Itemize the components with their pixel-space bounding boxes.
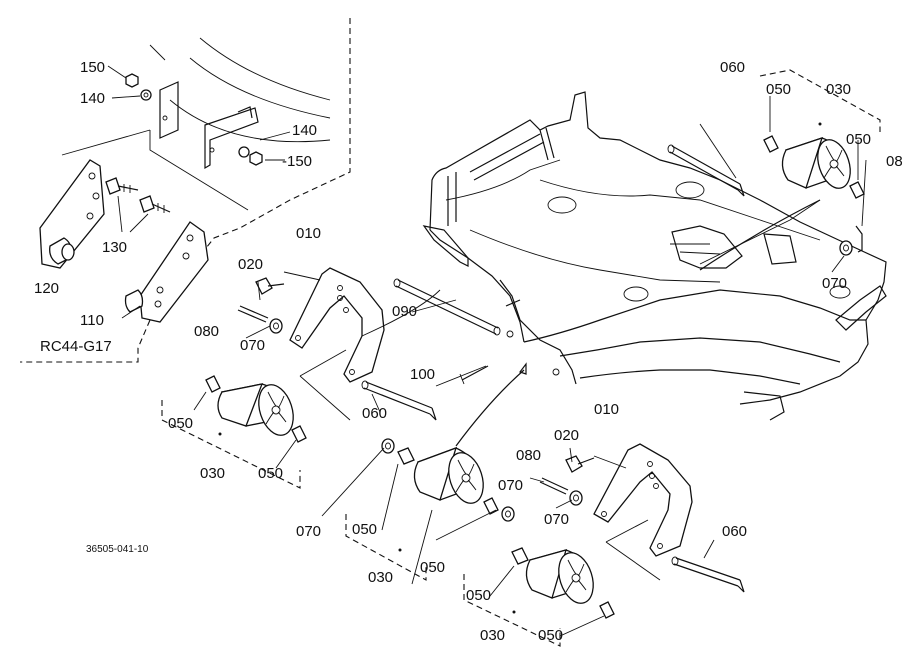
label-150-b: -150 [282,153,312,170]
washer-140-upper [140,89,152,101]
label-080-b: 080 [516,447,541,464]
label-070-e: 070 [822,275,847,292]
roller-030-left [161,375,307,489]
label-070-c: 070 [498,477,523,494]
washer-070-left [269,318,283,334]
label-070-d: 070 [544,511,569,528]
label-150-a: 150 [80,59,105,76]
bracket-010-right [593,443,693,557]
label-140-b: 140 [292,122,317,139]
shaft-090 [393,278,501,336]
labels: 150 140 140 -150 130 120 110 RC44-G17 01… [34,59,903,644]
label-050-e: 050 [466,587,491,604]
label-050-a: 050 [168,415,193,432]
label-020-a: 020 [238,256,263,273]
label-050-c: 050 [352,521,377,538]
label-100: 100 [410,366,435,383]
label-140-a: 140 [80,90,105,107]
label-030-a: 030 [200,465,225,482]
label-130: 130 [102,239,127,256]
pin-080-left [237,305,269,323]
label-060-b: 060 [722,523,747,540]
pin-080-right [539,477,569,495]
bolt-020-right [565,455,595,473]
rc44-g17-inset [20,18,351,363]
label-050-b: 050 [258,465,283,482]
label-070-a: 070 [240,337,265,354]
label-010-a: 010 [296,225,321,242]
bolt-020-left [255,277,285,295]
label-060-a: 060 [362,405,387,422]
washer-070-right [569,490,583,506]
label-020-b: 020 [554,427,579,444]
label-070-b: 070 [296,523,321,540]
bolt-130-a [105,177,139,195]
bracket-010-left [289,267,385,383]
mower-deck [422,91,887,421]
bracket-plate-110 [124,221,209,323]
washer-140-lower [238,146,250,158]
label-110: 110 [80,312,104,329]
leader-lines [193,96,867,637]
label-120: 120 [34,280,59,297]
label-030-d: 030 [826,81,851,98]
label-080-a: 080 [194,323,219,340]
label-030-b: 030 [368,569,393,586]
label-010-b: 010 [594,401,619,418]
roller-030-middle [345,438,515,581]
label-060-c: 060 [720,59,745,76]
label-08: 08 [886,153,903,170]
bolt-130-b [139,195,171,213]
label-050-d: 050 [420,559,445,576]
roller-030-right [463,547,615,647]
label-rc44-g17: RC44-G17 [40,338,112,355]
pin-060-rear [667,144,745,197]
roller-030-upper [759,69,881,256]
label-090: 090 [392,303,417,320]
bracket-plate-120 [39,159,105,269]
nut-150-lower [249,151,263,166]
label-050-h: 050 [846,131,871,148]
nut-150-upper [125,73,139,88]
label-050-f: 050 [538,627,563,644]
label-050-g: 050 [766,81,791,98]
pin-060-left [361,380,437,421]
label-doc-code: 36505-041-10 [86,544,149,555]
pin-060-right [671,556,745,593]
label-030-c: 030 [480,627,505,644]
